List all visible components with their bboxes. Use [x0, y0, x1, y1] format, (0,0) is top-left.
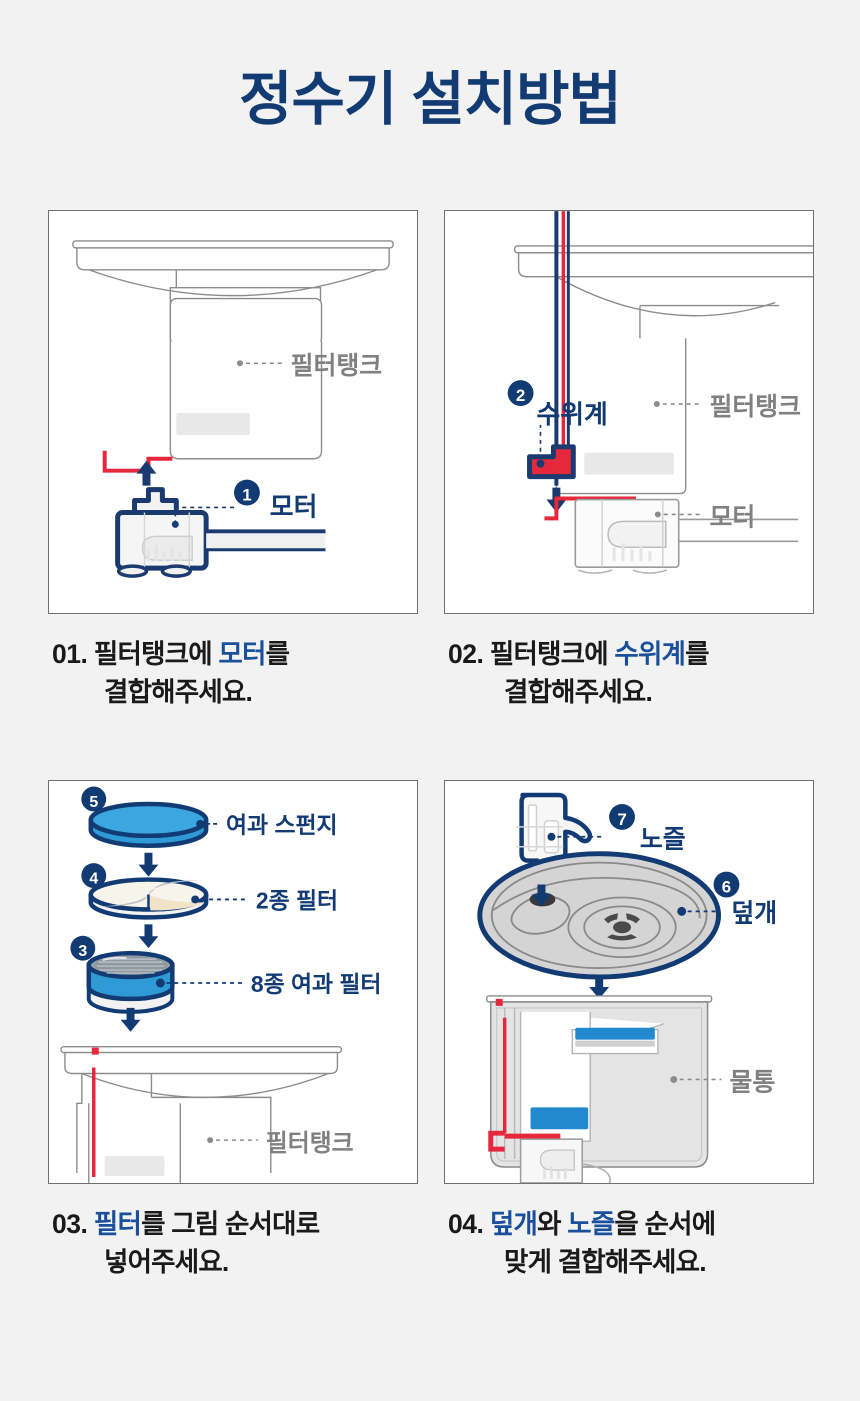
caption-post-02: 를: [685, 639, 709, 669]
step-number-03: 03.: [52, 1209, 88, 1239]
label-leader-motor: [171, 506, 235, 528]
stack-arrow-2: [138, 924, 159, 949]
caption-line2-02: 결합해주세요.: [504, 676, 653, 707]
label-eight-type-filter: 8종 여과 필터: [251, 971, 382, 997]
step-caption-01: 01. 필터탱크에 모터를 결합해주세요.: [48, 636, 420, 711]
motor-part: [115, 487, 326, 578]
step-badge-3: [70, 935, 96, 961]
red-tube: [102, 450, 173, 473]
caption-post-01: 를: [265, 639, 290, 669]
step-caption-04: 04. 덮개와 노즐을 순서에 맞게 결합해주세요.: [444, 1206, 816, 1281]
step-badge-1-text: 1: [242, 486, 251, 505]
label-water-container: 물통: [729, 1068, 775, 1096]
caption-highlight-01: 모터: [218, 639, 266, 669]
step-badge-5: [81, 786, 107, 812]
illustration-step-03: 5 여과 스펀지 4 2종: [60, 786, 382, 1183]
tank-inner-patch: [584, 452, 674, 475]
label-water-level-gauge: 수위계: [537, 400, 608, 429]
step-caption-02: 02. 필터탱크에 수위계를 결합해주세요.: [444, 636, 816, 711]
step-badge-5-text: 5: [89, 794, 98, 811]
step-card-01: 필터탱크 1 모터 01. 필터탱크에 모터를 결합해주세요.: [48, 210, 420, 711]
tank-inner-patch: [176, 412, 250, 435]
motor-part: [574, 498, 799, 574]
assembly-arrow-up: [136, 460, 157, 486]
illustration-panel-02: 2 수위계: [444, 210, 814, 614]
eight-type-filter-part: [86, 950, 175, 1014]
stack-arrow-1: [138, 852, 159, 877]
caption-line2-03: 넣어주세요.: [104, 1246, 229, 1277]
stack-arrow-3: [120, 1007, 141, 1032]
label-filter-tank: 필터탱크: [266, 1130, 354, 1157]
caption-post-03: 를 그림 순서대로: [141, 1209, 320, 1239]
step-badge-6-text: 6: [722, 877, 731, 896]
label-filter-tank: 필터탱크: [710, 393, 801, 421]
step-card-04: 7 노즐: [444, 780, 816, 1281]
caption-highlight-03: 필터: [93, 1209, 142, 1239]
caption-line2-04: 맞게 결합해주세요.: [504, 1246, 707, 1277]
label-leader-motor: [654, 511, 704, 518]
assembly-arrow-cover: [589, 977, 610, 999]
label-motor: 모터: [710, 503, 756, 531]
step-card-02: 2 수위계: [444, 210, 816, 711]
page-title: 정수기 설치방법: [239, 67, 622, 132]
step-badge-6: [713, 871, 740, 898]
step-badge-2-text: 2: [516, 386, 525, 405]
vent-pattern: [604, 913, 640, 941]
label-two-type-filter: 2종 필터: [256, 887, 338, 913]
filter-tank-body: [60, 1045, 343, 1183]
label-motor: 모터: [270, 492, 318, 521]
step-badge-2: [507, 380, 534, 407]
label-leader-water-container: [670, 1075, 722, 1083]
caption-pre-01: 필터탱크에: [93, 639, 219, 669]
caption-mid-04: 와: [537, 1209, 568, 1239]
caption-pre-02: 필터탱크에: [489, 639, 615, 669]
step-caption-03: 03. 필터를 그림 순서대로 넣어주세요.: [48, 1206, 420, 1281]
illustration-panel-01: 필터탱크 1 모터: [48, 210, 418, 614]
caption-post-04: 을 순서에: [614, 1209, 716, 1239]
illustration-panel-04: 7 노즐: [444, 780, 814, 1184]
water-level-indicator-bottom: [530, 1107, 589, 1130]
illustration-step-04: 7 노즐: [477, 792, 777, 1183]
step-badge-3-text: 3: [78, 943, 87, 960]
label-leader-filter-tank: [207, 1137, 258, 1144]
illustration-step-02: 2 수위계: [507, 211, 813, 574]
tubes: [554, 211, 570, 486]
filter-sponge-part: [88, 801, 209, 848]
step-number-04: 04.: [448, 1209, 484, 1239]
water-level-indicator-top: [575, 1027, 655, 1040]
step-badge-4: [81, 863, 107, 889]
caption-highlight-04a: 덮개: [489, 1209, 538, 1239]
red-tube: [544, 496, 636, 521]
water-container-part: [486, 995, 713, 1183]
water-level-gauge-part: [527, 444, 576, 480]
illustration-step-01: 필터탱크 1 모터: [72, 240, 394, 578]
filter-tank-body: [72, 240, 394, 460]
step-card-03: 5 여과 스펀지 4 2종: [48, 780, 420, 1281]
assembly-arrow-nozzle: [531, 884, 552, 907]
label-filter-sponge: 여과 스펀지: [226, 812, 338, 838]
caption-highlight-04b: 노즐: [567, 1209, 615, 1239]
two-type-filter-part: [88, 877, 209, 920]
cover-part: [477, 851, 721, 980]
caption-highlight-02: 수위계: [614, 639, 686, 669]
step-badge-7-text: 7: [617, 810, 626, 829]
label-filter-tank: 필터탱크: [291, 352, 382, 380]
tank-inner-patch: [104, 1156, 165, 1176]
step-number-01: 01.: [52, 639, 88, 669]
illustration-panel-03: 5 여과 스펀지 4 2종: [48, 780, 418, 1184]
step-badge-1: [233, 479, 260, 506]
caption-line2-01: 결합해주세요.: [104, 676, 253, 707]
label-cover: 덮개: [731, 899, 777, 927]
step-badge-7: [609, 803, 635, 830]
red-marker: [495, 998, 503, 1006]
label-nozzle: 노즐: [640, 826, 686, 854]
red-marker: [91, 1047, 99, 1055]
step-badge-4-text: 4: [89, 871, 98, 888]
label-leader-filter-tank: [236, 360, 284, 367]
step-number-02: 02.: [448, 639, 484, 669]
